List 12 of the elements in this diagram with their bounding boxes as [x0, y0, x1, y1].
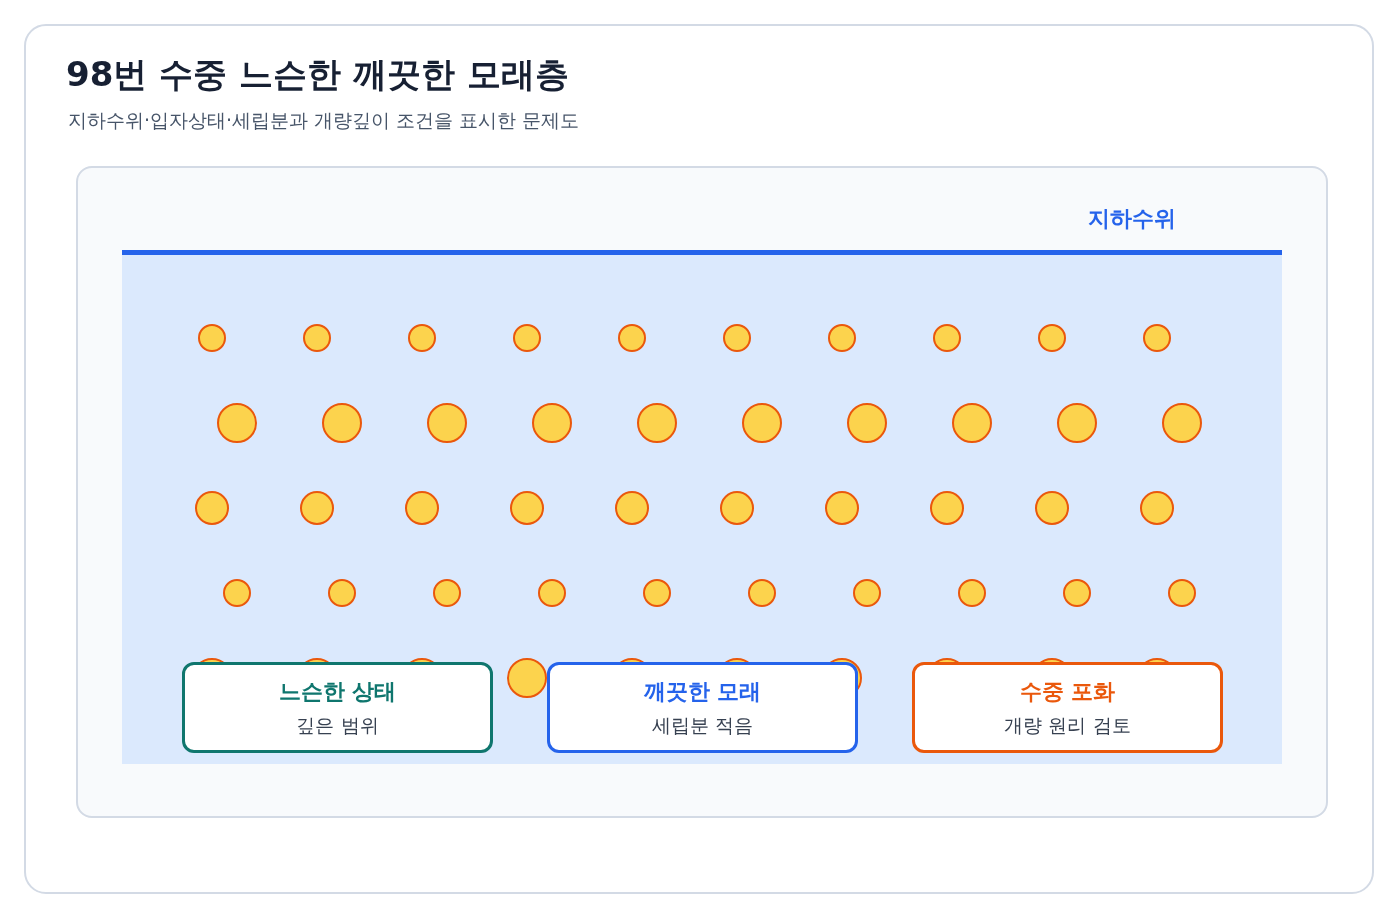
box-heading: 깨끗한 모래	[642, 678, 763, 706]
box-text: 깊은 범위	[295, 713, 380, 738]
box-text: 세립분 적음	[650, 713, 754, 738]
subtitle: 지하수위·입자상태·세립분과 개량깊이 조건을 표시한 문제도	[68, 108, 580, 133]
box-text: 개량 원리 검토	[1003, 713, 1132, 738]
label-box	[912, 662, 1223, 753]
label-box	[547, 662, 858, 753]
box-heading: 수중 포화	[1018, 678, 1117, 706]
label-box	[182, 662, 493, 753]
water-level-label: 지하수위	[1088, 205, 1176, 233]
title: 98번 수중 느슨한 깨끗한 모래층	[66, 53, 569, 96]
box-heading: 느슨한 상태	[277, 678, 398, 706]
